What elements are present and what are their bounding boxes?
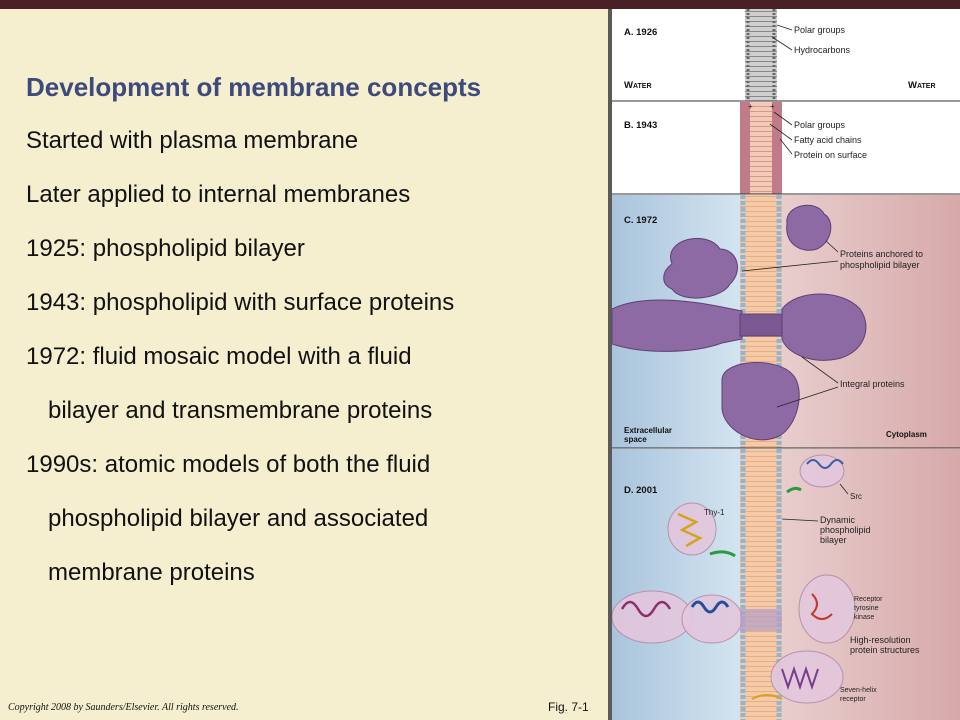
bullet-5: 1972: fluid mosaic model with a fluid bbox=[26, 343, 412, 370]
panel-a-1926: A. 1926 Water Water Polar groups Hydroca… bbox=[612, 9, 960, 102]
figure-divider bbox=[608, 9, 612, 720]
panel-a-title: A. 1926 bbox=[624, 27, 657, 38]
bullet-1: Started with plasma membrane bbox=[26, 127, 359, 154]
membrane-figure-svg: A. 1926 Water Water Polar groups Hydroca… bbox=[612, 9, 960, 720]
bullet-3: 1925: phospholipid bilayer bbox=[26, 235, 305, 262]
panel-d-label-receptor-1: Receptor bbox=[854, 596, 883, 603]
panel-d-label-dynamic-2: phospholipid bbox=[820, 525, 871, 535]
bullet-6-continued: phospholipid bilayer and associated bbox=[48, 505, 429, 532]
panel-c-label-anchored-2: phospholipid bilayer bbox=[840, 260, 920, 270]
panel-d-2001: D. 2001 Src Thy-1 Dynamic phospholipid b… bbox=[612, 449, 960, 720]
panel-c-cytoplasm: Cytoplasm bbox=[886, 430, 927, 439]
bullet-6: 1990s: atomic models of both the fluid bbox=[26, 451, 431, 478]
panel-d-title: D. 2001 bbox=[624, 485, 658, 496]
panel-c-title: C. 1972 bbox=[624, 215, 657, 226]
bullet-4: 1943: phospholipid with surface proteins bbox=[26, 289, 455, 316]
panel-d-label-seven-helix-2: receptor bbox=[840, 696, 866, 703]
anchored-protein-left bbox=[663, 237, 738, 299]
bullet-6-continued-2: membrane proteins bbox=[48, 559, 255, 586]
panel-b-label-polar: Polar groups bbox=[794, 120, 846, 130]
panel-d-label-src: Src bbox=[850, 492, 862, 501]
panel-c-extracellular-1: Extracellular bbox=[624, 426, 672, 435]
panel-c-extracellular-2: space bbox=[624, 435, 647, 444]
figure-reference: Fig. 7-1 bbox=[548, 700, 589, 714]
panel-d-label-thy1: Thy-1 bbox=[704, 508, 725, 517]
panel-b-label-protein-surface: Protein on surface bbox=[794, 150, 867, 160]
slide-title: Development of membrane concepts bbox=[26, 72, 482, 102]
membrane-figure: A. 1926 Water Water Polar groups Hydroca… bbox=[612, 9, 960, 720]
panel-c-label-integral: Integral proteins bbox=[840, 379, 905, 389]
integral-protein-lower bbox=[721, 362, 800, 441]
panel-d-label-receptor-3: kinase bbox=[854, 614, 874, 621]
integral-protein-large bbox=[612, 299, 743, 352]
panel-d-label-dynamic-1: Dynamic bbox=[820, 515, 856, 525]
panel-b-title: B. 1943 bbox=[624, 120, 657, 131]
panel-d-label-highres-1: High-resolution bbox=[850, 635, 911, 645]
bullet-2: Later applied to internal membranes bbox=[26, 181, 411, 208]
panel-a-label-hydrocarbons: Hydrocarbons bbox=[794, 45, 851, 55]
panel-d-label-dynamic-3: bilayer bbox=[820, 535, 847, 545]
panel-c-label-anchored-1: Proteins anchored to bbox=[840, 249, 923, 259]
svg-text:+: + bbox=[770, 102, 775, 111]
svg-text:+: + bbox=[748, 102, 753, 111]
anchored-protein-right bbox=[786, 204, 832, 251]
panel-b-1943: + + B. 1943 Polar groups Fatty acid chai… bbox=[612, 102, 960, 195]
panel-c-1972: C. 1972 Proteins anchored to phospholipi… bbox=[612, 195, 960, 449]
bullet-5-continued: bilayer and transmembrane proteins bbox=[48, 397, 433, 424]
copyright-notice: Copyright 2008 by Saunders/Elsevier. All… bbox=[8, 702, 239, 713]
panel-a-label-polar: Polar groups bbox=[794, 25, 846, 35]
panel-b-label-fatty-acid: Fatty acid chains bbox=[794, 135, 862, 145]
panel-d-label-receptor-2: tyrosine bbox=[854, 605, 879, 612]
panel-d-label-seven-helix-1: Seven-helix bbox=[840, 687, 877, 694]
panel-a-water-left: Water bbox=[624, 80, 652, 91]
top-accent-bar bbox=[0, 0, 960, 9]
panel-d-label-highres-2: protein structures bbox=[850, 645, 920, 655]
panel-a-water-right: Water bbox=[908, 80, 936, 91]
